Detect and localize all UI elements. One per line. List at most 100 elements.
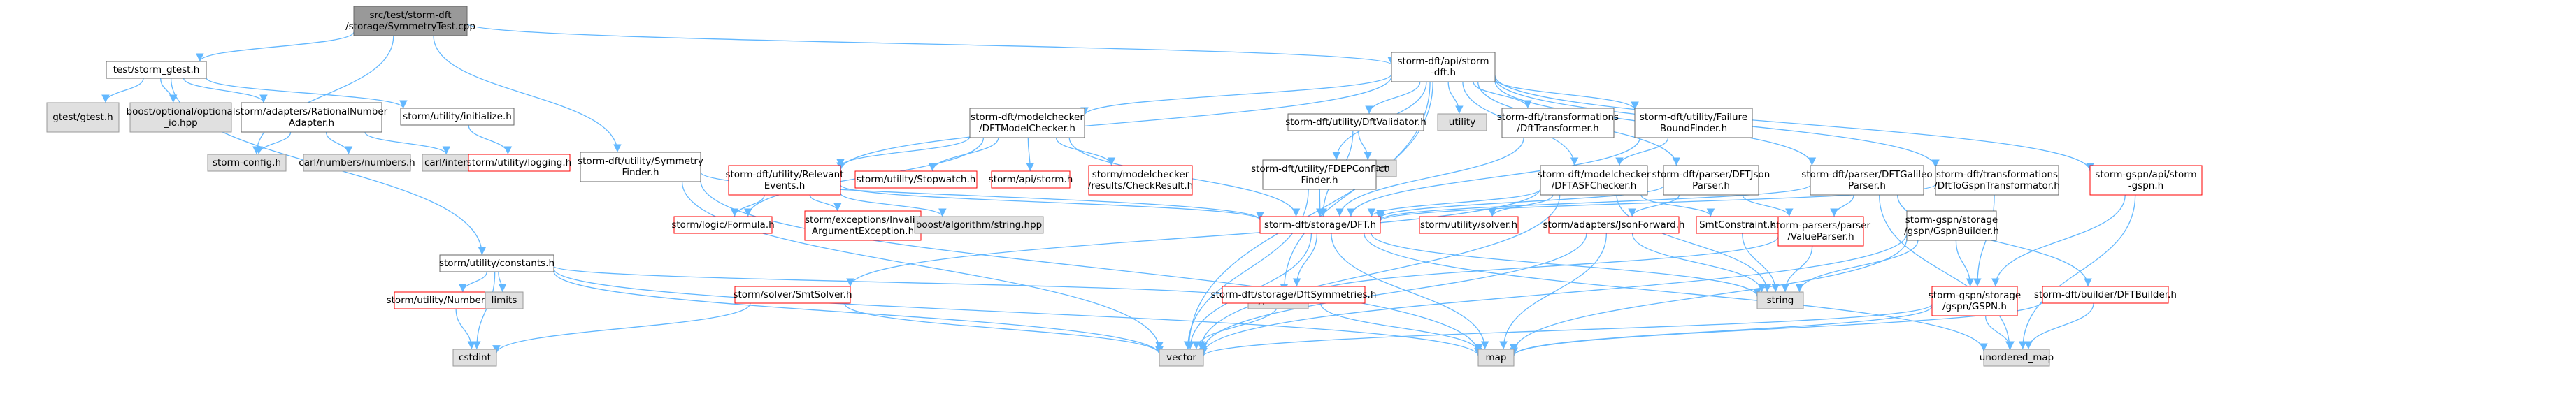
edge-n30-n41 [1640, 194, 1715, 217]
edge-n43-n15 [1510, 238, 1908, 353]
edge-n10-n14 [553, 271, 1164, 355]
edge-n40-n15 [1499, 233, 1608, 350]
node-label-line: storm-dft/utility/Symmetry [578, 156, 703, 167]
edge-n4-n6 [325, 131, 353, 155]
node-box [1540, 165, 1648, 196]
edge-n31-n38 [1376, 185, 1664, 219]
node-label-line: /gspn/GSPN.h [1942, 301, 2007, 312]
node-label-line: storm-parsers/parser [1771, 220, 1871, 231]
node-label-line: Parser.h [1692, 180, 1730, 191]
node-box [1262, 159, 1377, 190]
graph-node-n27[interactable]: storm-dft/transformations/DftTransformer… [1497, 108, 1619, 138]
node-label-line: test/storm_gtest.h [113, 64, 200, 75]
node-label-line: storm-gspn/api/storm [2095, 169, 2196, 180]
edge-n28-n30 [1615, 137, 1669, 166]
node-label-line: Finder.h [1301, 175, 1338, 186]
edge-n1-n3 [160, 78, 178, 103]
graph-node-n42: storm-parsers/parser/ValueParser.h [1771, 216, 1871, 247]
edge-n1-n2 [101, 78, 144, 103]
graph-node-n23: storm/modelchecker/results/CheckResult.h [1088, 165, 1193, 196]
edge-n41-n46 [1742, 233, 1780, 293]
graph-node-n30[interactable]: storm-dft/modelchecker/DFTASFChecker.h [1538, 165, 1651, 196]
edge-n0-n18 [466, 23, 1396, 66]
node-label-line: storm-dft/utility/Failure [1640, 112, 1747, 123]
edge-n45-n15 [1319, 302, 1482, 353]
edge-n40-n14 [1199, 233, 1587, 351]
node-box [106, 61, 207, 79]
node-box [400, 108, 515, 126]
graph-node-n19[interactable]: storm-dft/modelchecker/DFTModelChecker.h [969, 108, 1085, 138]
edge-n0-n1 [196, 31, 355, 62]
node-box [129, 102, 232, 133]
node-label-line: map [1486, 352, 1507, 363]
node-box [1931, 286, 2018, 316]
node-label-line: unordered_map [1980, 352, 2054, 363]
graph-node-n34: storm-gspn/api/storm-gspn.h [2089, 165, 2203, 196]
graph-node-n43[interactable]: storm-gspn/storage/gspn/GspnBuilder.h [1904, 210, 1999, 241]
graph-node-n45: storm-dft/storage/DftSymmetries.h [1211, 286, 1377, 304]
edge-n44-n13 [492, 302, 751, 354]
edge-n44-n14 [843, 302, 1164, 355]
edge-n10-n15 [553, 268, 1482, 356]
graph-node-n24[interactable]: storm-dft/utility/DftValidator.h [1285, 113, 1426, 131]
graph-node-n1[interactable]: test/storm_gtest.h [106, 61, 207, 79]
graph-node-n38: storm-dft/storage/DFT.h [1259, 216, 1381, 234]
node-label-line: /DFTModelChecker.h [979, 123, 1075, 134]
node-label-line: storm-dft/storage/DftSymmetries.h [1211, 289, 1377, 300]
edge-n47-n14 [1199, 303, 1933, 357]
node-label-line: storm/utility/solver.h [1420, 219, 1517, 231]
edge-n45-n14 [1192, 302, 1280, 350]
node-label-line: storm-dft/builder/DFTBuilder.h [2034, 289, 2177, 300]
graph-node-n10[interactable]: storm/utility/constants.h [439, 254, 554, 272]
node-label-line: storm-dft/api/storm [1397, 56, 1489, 67]
edge-n43-n47 [1955, 240, 1975, 287]
node-label-line: cstdint [459, 352, 491, 363]
node-label-line: storm-dft/transformations [1497, 112, 1619, 123]
node-box [1477, 349, 1515, 367]
edge-n18-n20 [836, 75, 1392, 171]
graph-node-n0[interactable]: src/test/storm-dft/storage/SymmetryTest.… [345, 6, 475, 36]
node-label-line: utility [1449, 117, 1475, 128]
edge-n18-n24 [1365, 81, 1421, 115]
graph-node-n33[interactable]: storm-dft/transformations/DftToGspnTrans… [1934, 165, 2060, 196]
edge-n28-n38 [1347, 137, 1640, 217]
graph-node-n22: storm/api/storm.h [989, 170, 1073, 189]
node-label-line: /DFTASFChecker.h [1552, 180, 1637, 191]
edge-n8-n9 [468, 124, 513, 155]
node-label-line: Finder.h [622, 167, 659, 178]
graph-node-n3: boost/optional/optional_io.hpp [127, 102, 235, 133]
node-box [1391, 52, 1496, 82]
node-box [991, 170, 1071, 189]
edge-n19-n22 [1026, 137, 1035, 172]
node-box [673, 216, 773, 234]
node-label-line: storm-dft/modelchecker [1538, 169, 1651, 180]
edge-n4-n7 [364, 131, 451, 155]
node-label-line: storm-dft/storage/DFT.h [1264, 219, 1376, 231]
node-label-line: storm/utility/initialize.h [403, 111, 512, 122]
node-box [804, 210, 922, 241]
graph-node-n15: map [1477, 349, 1515, 367]
node-box [2089, 165, 2203, 196]
node-label-line: /gspn/GspnBuilder.h [1904, 226, 1999, 237]
node-label-line: storm-dft/parser/DFTGalileo [1801, 169, 1932, 180]
node-label-line: Events.h [764, 180, 806, 191]
node-label-line: /DftTransformer.h [1517, 123, 1598, 134]
node-label-line: Adapter.h [289, 117, 334, 129]
node-box [303, 154, 411, 172]
graph-node-n8[interactable]: storm/utility/initialize.h [400, 108, 515, 126]
edge-n43-n14 [1199, 233, 1908, 354]
graph-node-n12: limits [485, 291, 524, 309]
node-box [1159, 349, 1204, 367]
graph-node-n18[interactable]: storm-dft/api/storm-dft.h [1391, 52, 1496, 82]
node-box [854, 170, 978, 189]
node-label-line: storm-dft/utility/FDEPConflict [1251, 163, 1388, 175]
node-box [1501, 108, 1615, 138]
graph-node-n48: storm-dft/builder/DFTBuilder.h [2034, 286, 2177, 304]
